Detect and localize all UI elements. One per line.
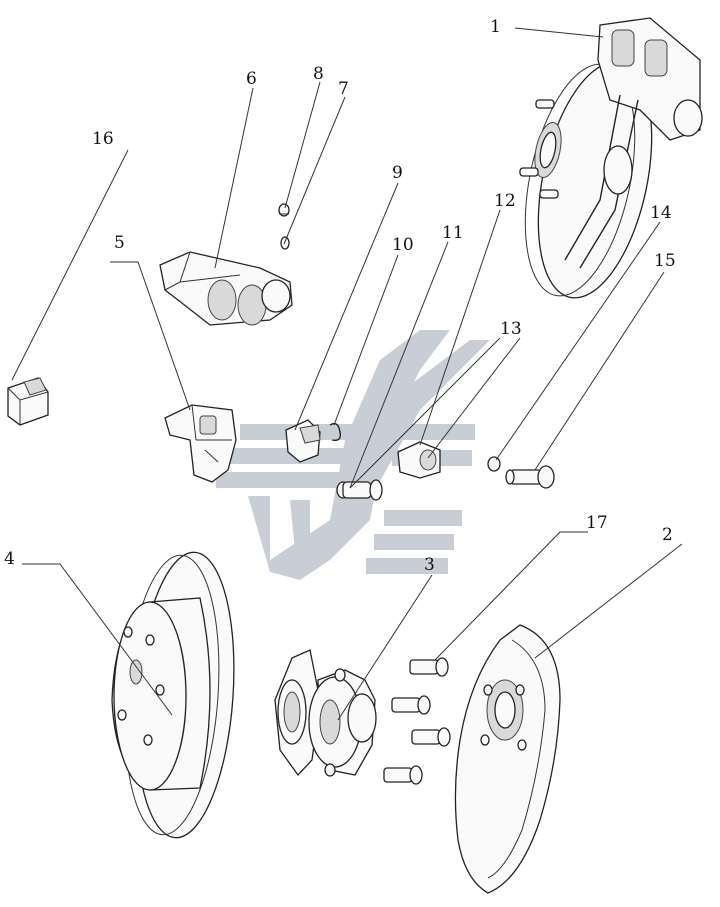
callout-12: 12: [494, 191, 516, 211]
part-14: [487, 456, 501, 472]
part-16: [7, 377, 49, 426]
part-3-hub-bearing: [274, 649, 377, 777]
part-caliper-assembly: [519, 17, 703, 299]
part-6: [159, 251, 293, 326]
part-4-brake-disc: [111, 551, 235, 839]
callout-10: 10: [392, 235, 414, 255]
callout-13: 13: [500, 319, 522, 339]
callout-17: 17: [586, 513, 608, 533]
part-12: [397, 441, 441, 479]
part-9: [285, 419, 321, 463]
part-11: [336, 479, 383, 501]
callout-9: 9: [392, 163, 403, 183]
callout-4: 4: [4, 549, 15, 569]
watermark-logo-icon: [216, 330, 490, 580]
callout-15: 15: [654, 251, 676, 271]
callout-8: 8: [313, 64, 324, 84]
part-8: [278, 203, 290, 217]
part-15: [505, 465, 555, 489]
callout-labels: 1 2 3 4 5 6 7 8 9 10 11 12 13 14 15 16 1…: [4, 17, 676, 575]
callout-5: 5: [114, 233, 125, 253]
callout-1: 1: [490, 17, 501, 37]
part-5: [164, 404, 237, 483]
callout-14: 14: [650, 203, 672, 223]
callout-11: 11: [442, 223, 464, 243]
callout-16: 16: [92, 129, 114, 149]
leader-lines: [11, 27, 683, 721]
callout-3: 3: [424, 555, 435, 575]
part-17-wheel-studs: [383, 657, 451, 785]
callout-7: 7: [338, 79, 349, 99]
part-2-dust-shield: [454, 624, 561, 894]
callout-6: 6: [246, 69, 257, 89]
callout-2: 2: [662, 525, 673, 545]
part-7: [280, 236, 290, 250]
